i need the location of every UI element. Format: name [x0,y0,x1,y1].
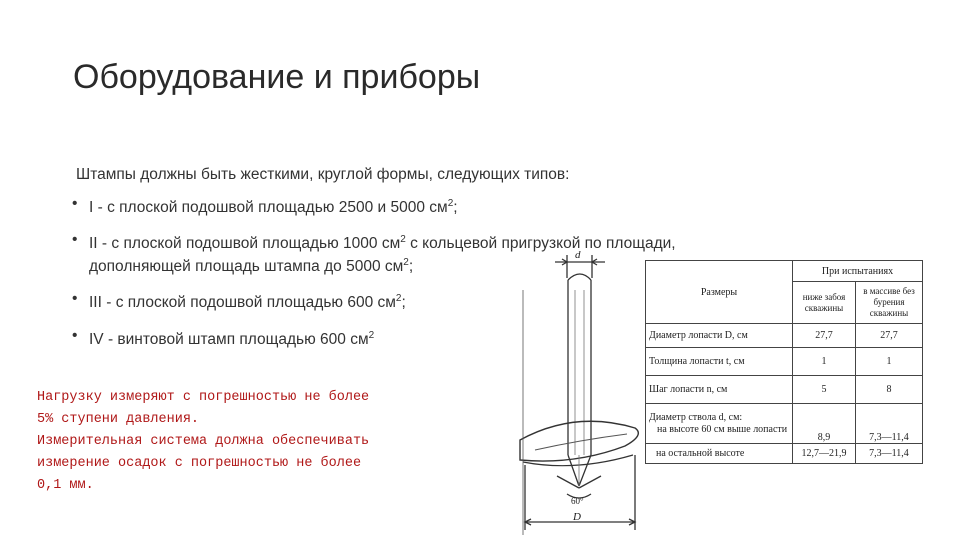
table-row: на остальной высоте 12,7—21,9 7,3—11,4 [645,443,923,464]
list-item-tail: с кольцевой пригрузкой по площади, [405,235,676,253]
row-label: Диаметр ствола d, см: на высоте 60 см вы… [645,403,793,444]
list-item-text: IV - винтовой штамп площадью 600 см [89,330,369,348]
list-item-tail: ; [408,258,414,276]
note-line: измерение осадок с погрешностью не более [37,456,362,471]
list-item: • II - с плоской подошвой площадью 1000 … [72,230,832,276]
bullet-marker: • [72,290,78,308]
row-value: 7,3—11,4 [855,403,923,444]
shaft-label: Диаметр ствола d, см: [649,411,743,423]
superscript: 2 [368,329,375,341]
row-value: 12,7—21,9 [792,443,856,464]
header-sizes: Размеры [645,260,793,324]
list-item-text: II - с плоской подошвой площадью 1000 см [89,235,401,253]
table-row: Диаметр лопасти D, см 27,7 27,7 [645,323,923,348]
header-group: При испытаниях [792,260,923,282]
superscript: 2 [447,198,454,209]
specs-table: Размеры При испытаниях ниже забоя скважи… [645,260,923,464]
row-value: 8,9 [792,403,856,444]
row-label: Шаг лопасти n, см [645,375,793,404]
header-col1: ниже забоя скважины [792,281,856,324]
list-item: • III - с плоской подошвой площадью 600 … [72,289,832,312]
intro-text: Штампы должны быть жесткими, круглой фор… [76,166,570,183]
superscript: 2 [403,257,409,269]
list-item: • IV - винтовой штамп площадью 600 см2 [72,326,832,349]
row-label: на остальной высоте [645,443,793,464]
list-item: • I - с плоской подошвой площадью 2500 и… [72,194,832,217]
row-label: Диаметр лопасти D, см [645,323,793,348]
superscript: 2 [395,293,402,305]
bullet-marker: • [72,195,78,212]
note-line: 0,1 мм. [37,478,94,493]
shaft-sub1: на высоте 60 см выше лопасти [657,423,788,435]
list-item-text: III - с плоской подошвой площадью 600 см [89,294,396,312]
measurement-note: Нагрузку измеряют с погрешностью не боле… [37,387,495,497]
bullet-marker: • [72,231,78,249]
table-row: Диаметр ствола d, см: на высоте 60 см вы… [645,403,923,444]
label-d: d [575,250,581,261]
row-value: 1 [855,347,923,376]
row-value: 5 [792,375,856,404]
label-angle: 60° [571,496,584,506]
list-item-tail: ; [401,294,406,312]
header-col2: в массиве без бурения скважины [855,281,923,324]
note-line: 5% ступени давления. [37,412,200,427]
row-value: 27,7 [792,323,856,348]
list-item-tail: ; [453,199,458,217]
list-item-text-line2: дополняющей площадь штампа до 5000 см [89,258,404,276]
label-D: D [572,511,581,523]
row-value: 1 [792,347,856,376]
bullet-marker: • [72,326,78,344]
screw-plate-drawing: d D 60° [519,250,639,535]
superscript: 2 [400,234,406,246]
note-line: Измерительная система должна обеспечиват… [37,434,370,449]
table-row: Шаг лопасти n, см 5 8 [645,375,923,404]
row-value: 27,7 [855,323,923,348]
row-label: Толщина лопасти t, см [645,347,793,376]
list-item-text: I - с плоской подошвой площадью 2500 и 5… [89,199,448,217]
stamp-types-list: • I - с плоской подошвой площадью 2500 и… [72,194,832,362]
table-row: Толщина лопасти t, см 1 1 [645,347,923,376]
row-value: 7,3—11,4 [855,443,923,464]
row-value: 8 [855,375,923,404]
note-line: Нагрузку измеряют с погрешностью не боле… [37,390,370,405]
slide-title: Оборудование и приборы [73,58,481,96]
